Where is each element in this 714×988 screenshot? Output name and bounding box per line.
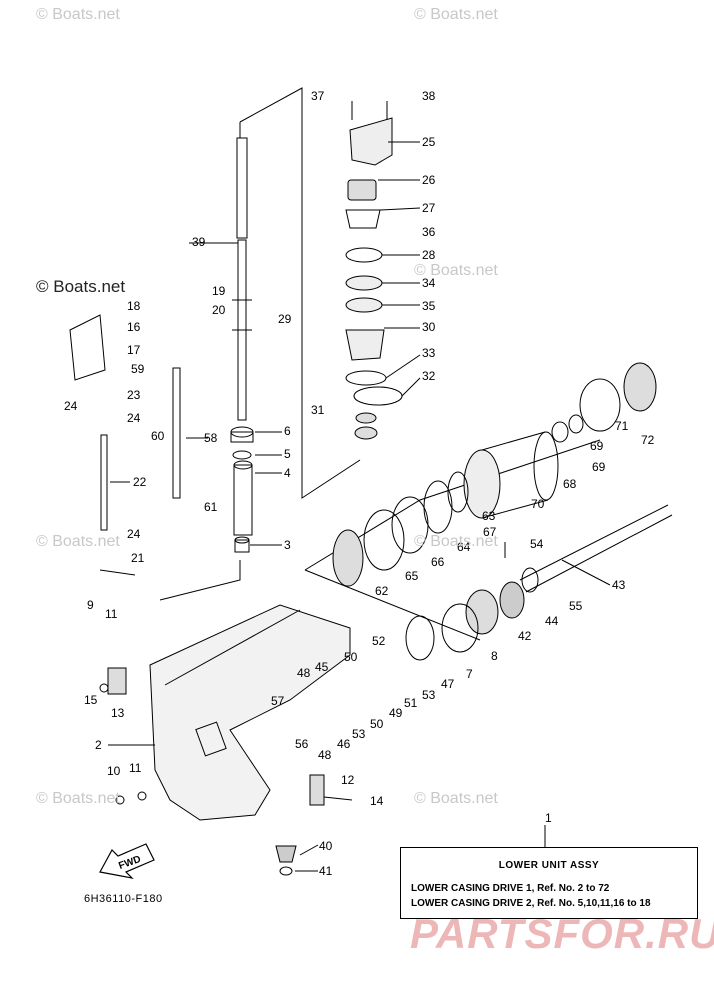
callout-66: 66 — [431, 555, 445, 569]
callout-labels: 1 2 3 4 5 6 7 8 9 10 11 11 12 13 14 15 1… — [64, 89, 655, 878]
callout-22: 22 — [133, 475, 147, 489]
callout-6: 6 — [284, 424, 291, 438]
callout-4: 4 — [284, 466, 291, 480]
callout-18: 18 — [127, 299, 141, 313]
assembly-title: LOWER UNIT ASSY — [498, 860, 600, 871]
callout-2: 2 — [95, 738, 102, 752]
callout-41: 41 — [319, 864, 333, 878]
boats-net-watermark: © Boats.net — [414, 262, 498, 279]
callout-20: 20 — [212, 303, 226, 317]
callout-54: 54 — [530, 537, 544, 551]
callout-21: 21 — [131, 551, 145, 565]
callout-43: 43 — [612, 578, 626, 592]
callout-57: 57 — [271, 694, 285, 708]
callout-15: 15 — [84, 693, 98, 707]
callout-7: 7 — [466, 667, 473, 681]
boats-net-watermark: © Boats.net — [36, 277, 126, 296]
callout-53: 53 — [422, 688, 436, 702]
callout-27: 27 — [422, 201, 436, 215]
callout-72: 72 — [641, 433, 655, 447]
callout-46: 46 — [337, 737, 351, 751]
callout-17: 17 — [127, 343, 141, 357]
callout-29: 29 — [278, 312, 292, 326]
callout-34: 34 — [422, 276, 436, 290]
callout-39: 39 — [192, 235, 206, 249]
boats-net-watermark: © Boats.net — [36, 533, 120, 550]
callout-24c: 24 — [127, 527, 141, 541]
callout-71: 71 — [615, 419, 629, 433]
callout-68: 68 — [563, 477, 577, 491]
callout-50: 50 — [344, 650, 358, 664]
callout-60: 60 — [151, 429, 165, 443]
callout-28: 28 — [422, 248, 436, 262]
callout-9: 9 — [87, 598, 94, 612]
callout-69b: 69 — [592, 460, 606, 474]
forward-arrow-icon: FWD — [99, 843, 155, 879]
callout-48b: 48 — [318, 748, 332, 762]
title-line-2: LOWER CASING DRIVE 2, Ref. No. 5,10,11,1… — [411, 898, 651, 909]
callout-5: 5 — [284, 447, 291, 461]
boats-net-watermark: © Boats.net — [414, 6, 498, 23]
callout-10: 10 — [107, 764, 121, 778]
callout-65: 65 — [405, 569, 419, 583]
callout-32: 32 — [422, 369, 436, 383]
callout-14: 14 — [370, 794, 384, 808]
callout-61: 61 — [204, 500, 218, 514]
boats-net-watermark: © Boats.net — [36, 790, 120, 807]
document-code: 6H36110-F180 — [84, 893, 163, 905]
callout-38: 38 — [422, 89, 436, 103]
callout-16: 16 — [127, 320, 141, 334]
callout-69: 69 — [590, 439, 604, 453]
callout-11b: 11 — [129, 761, 142, 775]
callout-55: 55 — [569, 599, 583, 613]
boats-net-watermark: © Boats.net — [414, 790, 498, 807]
callout-25: 25 — [422, 135, 436, 149]
callout-58: 58 — [204, 431, 218, 445]
callout-67: 67 — [483, 525, 497, 539]
callout-70: 70 — [531, 497, 545, 511]
callout-33: 33 — [422, 346, 436, 360]
callout-63: 63 — [482, 509, 496, 523]
callout-53b: 53 — [352, 727, 366, 741]
callout-13: 13 — [111, 706, 125, 720]
callout-8: 8 — [491, 649, 498, 663]
callout-23: 23 — [127, 388, 141, 402]
callout-11: 11 — [105, 607, 118, 621]
callout-24: 24 — [64, 399, 78, 413]
callout-12: 12 — [341, 773, 355, 787]
callout-24b: 24 — [127, 411, 141, 425]
callout-30: 30 — [422, 320, 436, 334]
callout-50b: 50 — [370, 717, 384, 731]
callout-56: 56 — [295, 737, 309, 751]
callout-59: 59 — [131, 362, 145, 376]
callout-62: 62 — [375, 584, 389, 598]
callout-45: 45 — [315, 660, 329, 674]
brand-watermark: PARTSFOR.RU — [410, 910, 714, 957]
callout-64: 64 — [457, 540, 471, 554]
callout-40: 40 — [319, 839, 333, 853]
callout-49: 49 — [389, 706, 403, 720]
callout-36: 36 — [422, 225, 436, 239]
callout-52: 52 — [372, 634, 386, 648]
boats-net-watermark: © Boats.net — [414, 533, 498, 550]
callout-35: 35 — [422, 299, 436, 313]
callout-47: 47 — [441, 677, 455, 691]
callout-37: 37 — [311, 89, 325, 103]
title-line-1: LOWER CASING DRIVE 1, Ref. No. 2 to 72 — [411, 883, 610, 894]
callout-31: 31 — [311, 403, 325, 417]
callout-48: 48 — [297, 666, 311, 680]
callout-51: 51 — [404, 696, 418, 710]
callout-3: 3 — [284, 538, 291, 552]
callout-26: 26 — [422, 173, 436, 187]
boats-net-watermark: © Boats.net — [36, 6, 120, 23]
callout-42: 42 — [518, 629, 532, 643]
callout-1: 1 — [545, 811, 552, 825]
callout-44: 44 — [545, 614, 559, 628]
title-box: LOWER UNIT ASSY LOWER CASING DRIVE 1, Re… — [400, 847, 698, 919]
callout-19: 19 — [212, 284, 226, 298]
